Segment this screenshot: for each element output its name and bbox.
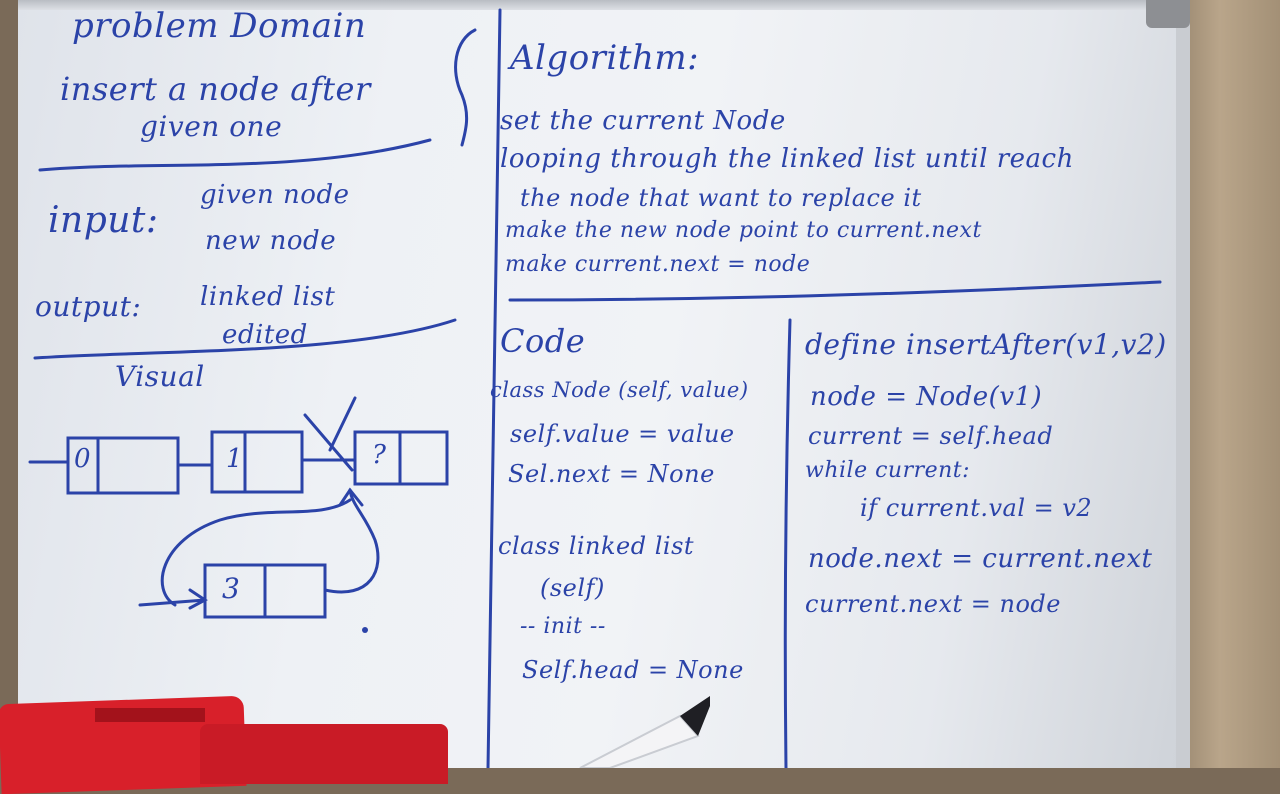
whiteboard-ink-lines [28, 8, 1162, 768]
visual-label: Visual [115, 360, 205, 393]
code-title: Code [500, 322, 586, 360]
algorithm-step-2: looping through the linked list until re… [500, 144, 1074, 174]
whiteboard-top-rail [18, 0, 1178, 10]
divider-problem-input [38, 138, 432, 172]
cross-out-x1 [303, 413, 354, 472]
whiteboard-marker [579, 696, 710, 768]
output-item-2: edited [222, 320, 308, 350]
output-item-1: linked list [200, 282, 336, 312]
insert-after-line-1: define insertAfter(v1,v2) [805, 328, 1167, 361]
node-box-1 [210, 430, 304, 494]
code-line-2: self.value = value [510, 420, 735, 448]
insert-after-line-5: if current.val = v2 [860, 494, 1093, 522]
arrow-prev-to-new [160, 498, 352, 607]
eraser-body-back [200, 724, 448, 784]
arrow-head-new [188, 588, 208, 610]
algorithm-step-4: make the new node point to current.next [505, 218, 982, 243]
divider-algorithm-code [508, 280, 1162, 302]
insert-after-line-6: node.next = current.next [808, 544, 1153, 574]
code-line-7: Self.head = None [522, 656, 744, 684]
code-line-5: (self) [540, 574, 605, 602]
ink-dot [362, 627, 368, 633]
whiteboard-corner-cap [1146, 0, 1190, 28]
node-3-value: 3 [222, 572, 241, 605]
output-label: output: [35, 290, 142, 323]
arrow-head-up [338, 487, 364, 507]
marker-tip [680, 696, 710, 736]
node-1-value: 1 [226, 444, 244, 474]
insert-after-line-2: node = Node(v1) [810, 382, 1043, 412]
marker-barrel [579, 714, 700, 768]
arrow-new-to-next [323, 488, 380, 594]
input-item-2: new node [205, 226, 337, 256]
eraser-label-strip [95, 708, 205, 722]
code-line-1: class Node (self, value) [490, 378, 749, 402]
insert-after-line-7: current.next = node [805, 590, 1061, 618]
cross-out-x2 [328, 396, 357, 452]
algorithm-title: Algorithm: [510, 38, 700, 78]
algorithm-step-1: set the current Node [500, 106, 786, 136]
algorithm-step-3: the node that want to replace it [520, 184, 922, 212]
input-item-1: given node [200, 180, 350, 210]
input-label: input: [48, 200, 159, 241]
insert-after-line-4: while current: [805, 458, 971, 483]
node-next-value: ? [372, 440, 387, 470]
wall-background [1180, 0, 1280, 768]
code-line-3: Sel.next = None [508, 460, 715, 488]
code-line-4: class linked list [498, 532, 695, 560]
code-line-6: -- init -- [520, 614, 606, 639]
problem-description-line2: given one [140, 110, 283, 143]
column-divider-left [486, 8, 502, 768]
column-divider-code [783, 318, 792, 768]
algorithm-step-5: make current.next = node [505, 252, 811, 277]
whiteboard [18, 0, 1190, 768]
problem-description-line1: insert a node after [60, 70, 371, 108]
problem-domain-title: problem Domain [72, 6, 367, 46]
divider-output-visual [33, 318, 457, 360]
bracket-problem [454, 28, 477, 147]
node-0-value: 0 [74, 444, 92, 474]
whiteboard-eraser [0, 688, 450, 794]
arrow-into-new [138, 598, 207, 607]
insert-after-line-3: current = self.head [808, 422, 1054, 450]
